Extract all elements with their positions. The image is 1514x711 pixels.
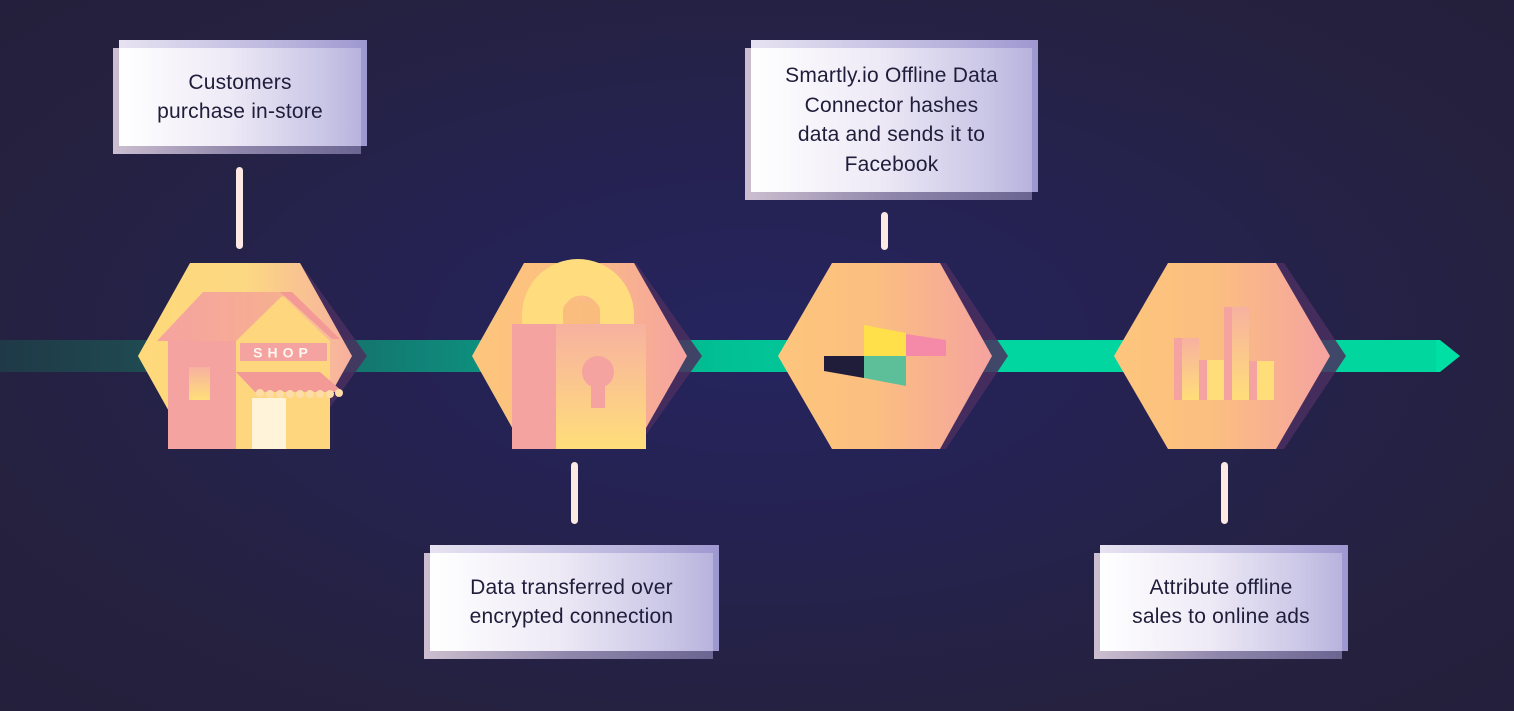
step-2-hexagon	[472, 259, 702, 449]
step-1-label: Customers purchase in-store	[119, 48, 361, 146]
step-1-line-1: Customers	[188, 70, 292, 94]
step-2-label: Data transferred over encrypted connecti…	[430, 553, 713, 651]
step-2-line-1: Data transferred over	[470, 575, 673, 599]
step-4-label: Attribute offline sales to online ads	[1100, 553, 1342, 651]
step-3-label: Smartly.io Offline Data Connector hashes…	[751, 48, 1032, 192]
step-1-hexagon: SHOP	[138, 263, 367, 449]
step-1-line-2: purchase in-store	[157, 100, 323, 123]
step-3-line-1: Smartly.io Offline Data	[785, 64, 998, 87]
step-4-hexagon	[1114, 263, 1346, 449]
step-2-line-2: encrypted connection	[469, 605, 674, 628]
padlock-icon	[512, 259, 646, 449]
step-2-connector	[571, 462, 578, 524]
step-4-line-2: sales to online ads	[1132, 605, 1310, 628]
shop-sign-text: SHOP	[253, 345, 313, 361]
smartly-logo-icon	[824, 325, 946, 386]
bar-chart-icon	[1174, 307, 1274, 400]
step-3-connector	[881, 212, 888, 250]
step-1-connector	[236, 167, 243, 249]
step-3-line-3: data and sends it to	[797, 123, 986, 146]
step-3-line-2: Connector hashes	[804, 93, 979, 117]
step-4-connector	[1221, 462, 1228, 524]
step-3-line-4: Facebook	[844, 152, 939, 176]
step-4-line-1: Attribute offline	[1149, 575, 1293, 599]
shop-icon: SHOP	[157, 292, 343, 449]
step-3-hexagon	[778, 263, 1008, 449]
